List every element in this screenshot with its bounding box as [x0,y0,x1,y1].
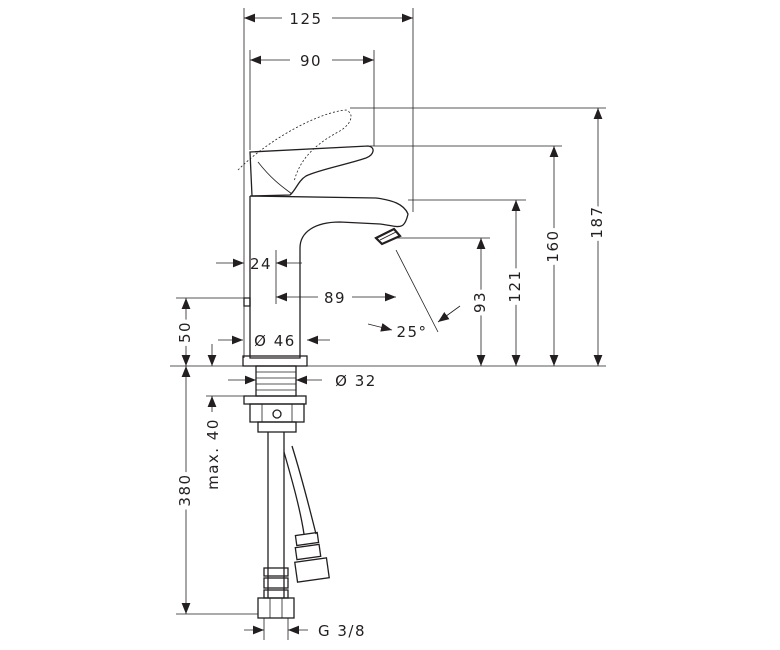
threaded-shank [255,365,297,397]
hose-back [283,445,317,535]
hose-length-label: 380 [176,473,194,506]
dimension-50: 50 [172,298,198,366]
connection-label: G 3/8 [318,622,366,640]
mounting-assembly [243,365,307,433]
width-total-label: 125 [289,10,322,28]
height-total-label: 187 [588,205,606,238]
hose-nut-front [257,597,295,619]
supply-hoses [257,432,330,619]
dimension-32: Ø 32 [228,372,377,390]
dimension-125: 125 [244,10,413,28]
fixing-screw [272,409,282,419]
lever-handle [249,145,374,197]
dimension-46: Ø 46 [218,332,330,350]
dimension-380: 380 [172,366,258,615]
dimension-g38: G 3/8 [244,618,366,640]
dimension-121: 121 [502,200,528,366]
dimension-187: 187 [584,108,610,366]
fixing-nut [249,403,305,423]
spray-angle-label: 25° [396,323,427,341]
washer [243,395,307,405]
dimension-89: 89 [276,289,396,307]
dimension-25-angle: 25° [367,305,461,341]
spout-offset-label: 24 [250,255,272,273]
lever-inner-line [257,161,293,195]
dimension-90: 90 [250,52,374,70]
dimension-24: 24 [216,255,302,273]
hose-nut-back [294,557,330,583]
base-height-label: 50 [176,321,194,343]
width-lever-label: 90 [300,52,322,70]
nut-lower [257,421,297,433]
extension-lines [170,8,606,367]
spout-reach-label: 89 [324,289,346,307]
base-diameter-label: Ø 46 [254,332,296,350]
aerator-groove [379,231,397,241]
dimension-93: 93 [467,238,493,366]
spout [249,195,409,359]
deck-thickness-label: max. 40 [204,418,222,490]
dimension-max40: max. 40 [204,344,244,490]
shank-diameter-label: Ø 32 [335,372,377,390]
height-spout-label: 121 [506,269,524,302]
aerator [374,227,402,246]
hose-front [267,432,285,598]
popup-knob [243,297,251,307]
lever-raised-ghost [237,109,352,183]
height-lever-label: 160 [544,229,562,262]
height-outlet-label: 93 [471,291,489,313]
faucet-body [237,109,409,367]
dimension-160: 160 [540,146,566,366]
